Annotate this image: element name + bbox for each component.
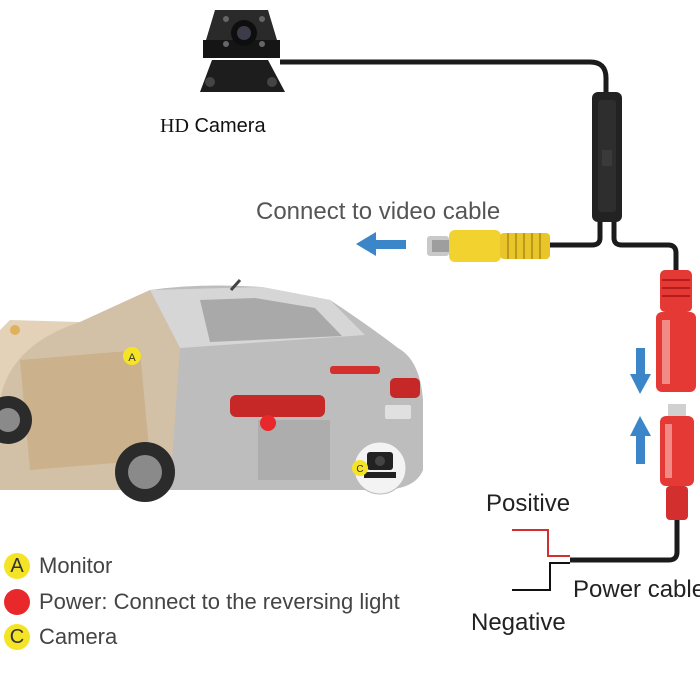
- negative-label: Negative: [471, 609, 566, 636]
- power-male-connector: [660, 404, 694, 520]
- camera-title-prefix: HD: [160, 115, 189, 137]
- arrow-left-icon: [356, 232, 406, 256]
- legend-text-monitor: Monitor: [39, 553, 113, 578]
- legend-badge-b: [4, 589, 30, 615]
- car-marker-a-text: A: [128, 352, 136, 364]
- negative-wire: [512, 562, 570, 591]
- camera-title-name: Camera: [194, 115, 266, 137]
- legend-badge-c: C: [4, 624, 30, 650]
- car-illustration: [0, 278, 423, 502]
- car-marker-a: A: [123, 347, 141, 365]
- positive-wire: [512, 529, 570, 557]
- camera-cable: [280, 59, 609, 95]
- power-cable-label: Power cable: [573, 576, 700, 603]
- legend-badge-a: A: [4, 553, 30, 579]
- legend-text-power: Power: Connect to the reversing light: [39, 589, 400, 614]
- car-marker-c: C: [352, 441, 407, 495]
- arrow-up-icon: [630, 416, 651, 464]
- rca-connector: [427, 230, 550, 262]
- camera-icon: [200, 10, 285, 92]
- power-female-connector: [656, 270, 696, 392]
- camera-title: HD Camera: [160, 115, 266, 138]
- power-cable: [570, 520, 680, 563]
- rca-cable: [550, 222, 603, 248]
- car-marker-b: [260, 415, 276, 431]
- legend-item-camera: C Camera: [4, 623, 117, 651]
- arrow-down-icon: [630, 348, 651, 394]
- legend-text-camera: Camera: [39, 624, 118, 649]
- cable-splitter: [592, 92, 622, 222]
- legend-item-monitor: A Monitor: [4, 552, 112, 580]
- video-cable-label: Connect to video cable: [256, 198, 501, 225]
- positive-label: Positive: [486, 490, 571, 517]
- legend-item-power: Power: Connect to the reversing light: [4, 588, 400, 616]
- car-marker-c-text: C: [356, 464, 363, 475]
- power-upper-cable: [611, 222, 679, 272]
